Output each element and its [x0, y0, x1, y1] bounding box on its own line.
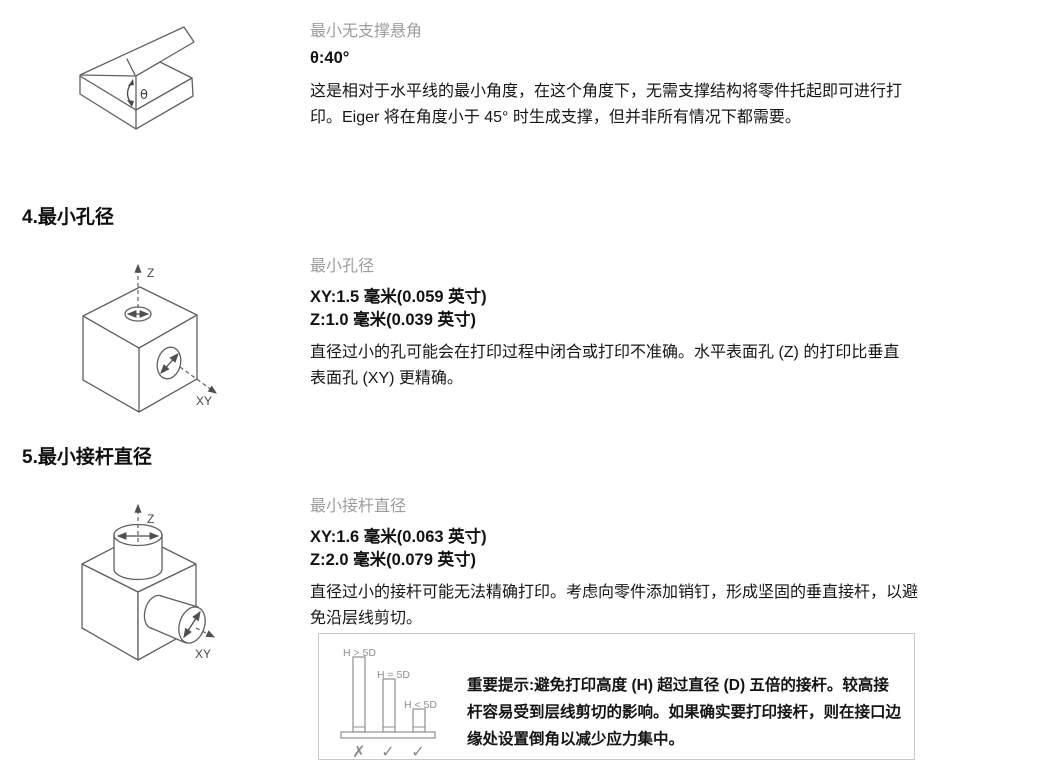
important-note-text: 重要提示:避免打印高度 (H) 超过直径 (D) 五倍的接杆。较高接 杆容易受到… — [467, 677, 902, 748]
xy-axis-arrow — [179, 366, 217, 394]
bar-tall — [352, 656, 366, 733]
section-subtitle: 最小孔径 — [310, 258, 375, 275]
section-heading-4: 4.最小孔径 — [22, 207, 114, 228]
section-body: 直径过小的孔可能会在打印过程中闭合或打印不准确。水平表面孔 (Z) 的打印比垂直… — [310, 344, 900, 387]
overhang-lid-shape — [79, 26, 195, 77]
bar-short — [412, 708, 426, 733]
angle-arc-arrow — [126, 79, 134, 107]
section-subtitle: 最小接杆直径 — [310, 498, 407, 515]
xy-axis-label: XY — [196, 394, 212, 408]
hole-xy-value: XY:1.5 毫米(0.059 英寸) — [310, 288, 487, 306]
theta-label: θ — [140, 88, 148, 103]
check-mark: ✓ — [381, 742, 394, 761]
section-subtitle: 最小无支撑悬角 — [310, 23, 423, 40]
cross-mark: ✗ — [352, 742, 365, 761]
bar-label-equal: H = 5D — [377, 669, 410, 681]
xy-axis-label: XY — [195, 647, 211, 661]
pin-height-ratio-diagram: H > 5D H = 5D H < 5D ✗ ✓ ✓ — [340, 647, 437, 761]
check-mark: ✓ — [411, 742, 424, 761]
overhang-angle-figure: θ — [79, 26, 195, 130]
side-hole — [156, 346, 182, 380]
section-body: 直径过小的接杆可能无法精确打印。考虑向零件添加销钉，形成坚固的垂直接杆，以避 免… — [310, 584, 919, 627]
section-body: 这是相对于水平线的最小角度，在这个角度下，无需支撑结构将零件托起即可进行打 印。… — [310, 83, 903, 126]
xy-axis-arrow — [195, 627, 216, 638]
z-axis-label: Z — [147, 266, 154, 280]
z-axis-label: Z — [147, 512, 154, 526]
important-note-box: H > 5D H = 5D H < 5D ✗ ✓ ✓ 重要提示:避免打印高度 (… — [318, 633, 915, 761]
bar-label-tall: H > 5D — [343, 647, 376, 659]
overhang-base-slab — [79, 61, 194, 130]
cube-shape — [82, 286, 198, 413]
angle-value: θ:40° — [310, 49, 350, 67]
base-plate — [340, 731, 436, 739]
bar-equal — [382, 678, 396, 733]
pin-xy-value: XY:1.6 毫米(0.063 英寸) — [310, 528, 487, 546]
hole-z-value: Z:1.0 毫米(0.039 英寸) — [310, 311, 476, 329]
pin-z-value: Z:2.0 毫米(0.079 英寸) — [310, 551, 476, 569]
top-hole — [124, 306, 152, 322]
bar-label-short: H < 5D — [404, 699, 437, 711]
pin-diameter-figure: Z XY — [81, 503, 216, 661]
hole-diameter-figure: Z XY — [82, 263, 217, 413]
section-heading-5: 5.最小接杆直径 — [22, 447, 152, 468]
side-pin-cylinder — [143, 594, 206, 644]
